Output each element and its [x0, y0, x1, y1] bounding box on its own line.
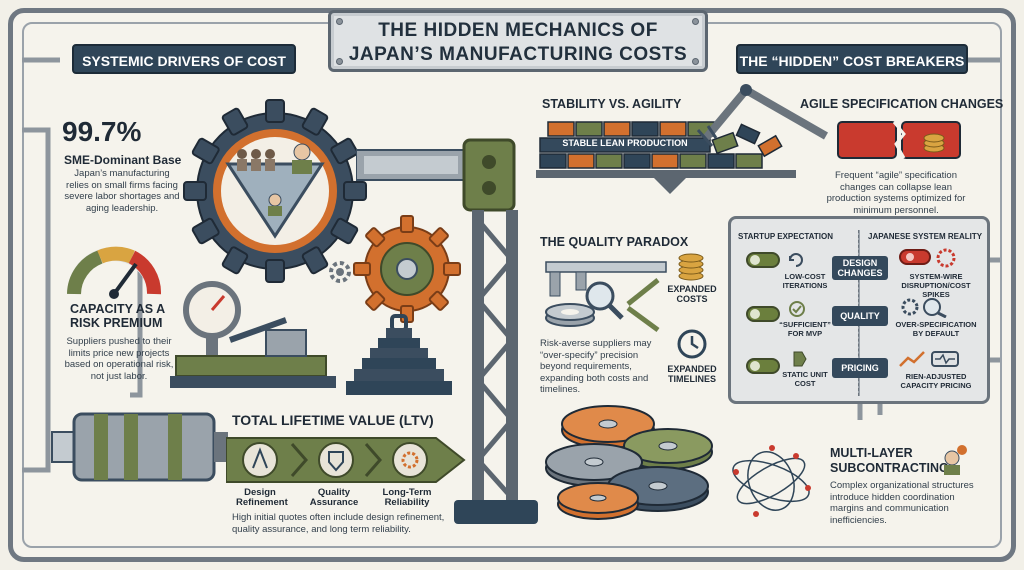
- row-1-right-line2: DISRUPTION/COST SPIKES: [901, 281, 971, 299]
- row-2-right-line2: BY DEFAULT: [912, 329, 960, 338]
- row-3-left-line2: COST: [794, 379, 816, 388]
- row-2-right-line1: OVER-SPECIFICATION: [895, 320, 977, 329]
- stable-lean-label: STABLE LEAN PRODUCTION: [562, 138, 688, 148]
- rivet: [336, 18, 343, 25]
- ltv-heading: TOTAL LIFETIME VALUE (LTV): [232, 412, 434, 428]
- row-2-right: OVER-SPECIFICATION BY DEFAULT: [888, 320, 984, 338]
- piston-arm: [356, 149, 467, 181]
- toggle-row-3[interactable]: [746, 358, 780, 374]
- worker-alert-icon: [944, 445, 967, 475]
- pricing-pill: PRICING: [832, 358, 888, 378]
- outcome-timelines-line1: EXPANDED: [667, 364, 717, 374]
- row-3-right: RIEN-ADJUSTED CAPACITY PRICING: [888, 372, 984, 390]
- quality-pill: QUALITY: [832, 306, 888, 326]
- ltv-step-1: Design Refinement: [236, 487, 288, 508]
- pressure-gauge-lever: [170, 281, 336, 388]
- caliper-washers-illustration: [545, 261, 667, 333]
- over-spec-icons: [901, 298, 947, 318]
- broken-spec-icon: [837, 121, 961, 159]
- risk-gauge: [67, 246, 161, 299]
- price-tag-icon: [793, 351, 807, 367]
- clock-icon: [677, 329, 707, 359]
- coin-stack-icon: [678, 253, 704, 281]
- right-section-tag: THE “HIDDEN” COST BREAKERS: [736, 44, 968, 74]
- row-3-left: STATIC UNIT COST: [770, 370, 840, 388]
- outcome-costs-line2: COSTS: [676, 294, 708, 304]
- title-line-2: JAPAN’S MANUFACTURING COSTS: [348, 44, 688, 65]
- pill-1-line1: DESIGN: [842, 258, 878, 268]
- ltv-step-3-line2: Reliability: [384, 497, 430, 508]
- row-1-right: SYSTEM-WIRE DISRUPTION/COST SPIKES: [888, 272, 984, 299]
- sme-heading: SME-Dominant Base: [64, 153, 182, 167]
- japanese-reality-header: JAPANESE SYSTEM REALITY: [868, 232, 983, 241]
- row-3-right-line2: CAPACITY PRICING: [900, 381, 972, 390]
- row-3-right-line1: RIEN-ADJUSTED: [905, 372, 967, 381]
- ltv-step-2: Quality Assurance: [306, 488, 362, 508]
- quality-body: Risk-averse suppliers may “over-specify”…: [540, 338, 652, 395]
- pill-3-label: PRICING: [841, 363, 879, 373]
- row-2-left-line2: FOR MVP: [787, 329, 823, 338]
- ltv-step-1-line2: Refinement: [236, 497, 288, 508]
- outcome-costs: EXPANDED COSTS: [664, 284, 720, 304]
- row-1-left: LOW-COST ITERATIONS: [770, 272, 840, 290]
- outcome-timelines-line2: TIMELINES: [667, 374, 716, 384]
- disruption-icons: [899, 248, 956, 268]
- toggle-row-2[interactable]: [746, 306, 780, 322]
- tangled-network-icon: [732, 445, 811, 517]
- ltv-step-2-line1: Quality: [317, 487, 351, 498]
- subcontracting-heading-1: MULTI-LAYER: [830, 446, 913, 460]
- quality-heading: THE QUALITY PARADOX: [540, 235, 689, 249]
- refresh-icon: [789, 253, 803, 267]
- ltv-step-2-line2: Assurance: [309, 497, 359, 508]
- lean-bricks-seesaw: [536, 121, 796, 194]
- row-1-left-line2: ITERATIONS: [782, 281, 828, 290]
- sme-body: Japan’s manufacturing relies on small fi…: [64, 168, 180, 214]
- left-section-tag: SYSTEMIC DRIVERS OF COST: [72, 44, 296, 74]
- rivet: [336, 58, 343, 65]
- orange-gear: [353, 215, 461, 323]
- title-line-1: THE HIDDEN MECHANICS OF: [378, 20, 658, 41]
- crane-tower: [454, 138, 538, 524]
- row-1-right-line1: SYSTEM-WIRE: [909, 272, 963, 281]
- capacity-heading-1: CAPACITY AS A: [70, 302, 166, 316]
- crane-arm: [696, 84, 828, 147]
- gear-cluster: [545, 405, 713, 520]
- rivet: [692, 18, 699, 25]
- weight-stack: [346, 314, 452, 395]
- capacity-pricing-icons: [899, 351, 959, 367]
- agile-body: Frequent “agile” specification changes c…: [826, 170, 966, 216]
- row-1-left-line1: LOW-COST: [784, 272, 826, 281]
- hydraulic-cylinder: [51, 412, 228, 482]
- title-plate: THE HIDDEN MECHANICS OF JAPAN’S MANUFACT…: [328, 10, 708, 72]
- gear-pyramid-illustration: [183, 99, 367, 283]
- row-2-left-line1: “SUFFICIENT”: [779, 320, 831, 329]
- row-2-left: “SUFFICIENT” FOR MVP: [770, 320, 840, 338]
- capacity-body: Suppliers pushed to their limits price n…: [64, 336, 174, 382]
- pill-1-line2: CHANGES: [837, 268, 883, 278]
- check-circle-icon: [789, 301, 805, 317]
- pill-2-label: QUALITY: [840, 311, 880, 321]
- ltv-step-3-line1: Long-Term: [382, 487, 432, 498]
- outcome-timelines: EXPANDED TIMELINES: [664, 364, 720, 384]
- rivet: [692, 58, 699, 65]
- outcome-costs-line1: EXPANDED: [667, 284, 717, 294]
- toggle-row-1[interactable]: [746, 252, 780, 268]
- row-3-left-line1: STATIC UNIT: [782, 370, 828, 379]
- ltv-step-3: Long-Term Reliability: [374, 488, 440, 508]
- startup-expectation-header: STARTUP EXPECTATION: [738, 232, 833, 241]
- small-gear-icon: [329, 261, 351, 283]
- ltv-body: High initial quotes often include design…: [232, 512, 445, 535]
- capacity-heading-2: RISK PREMIUM: [70, 316, 163, 330]
- subcontracting-heading-2: SUBCONTRACTING: [830, 461, 949, 475]
- stability-heading: STABILITY VS. AGILITY: [542, 97, 682, 111]
- agile-heading: AGILE SPECIFICATION CHANGES: [800, 97, 1004, 111]
- design-changes-pill: DESIGN CHANGES: [832, 256, 888, 280]
- sme-stat: 99.7%: [62, 116, 142, 147]
- ltv-arrow: [226, 437, 466, 483]
- ltv-step-1-line1: Design: [244, 487, 276, 498]
- subcontracting-body: Complex organizational structures introd…: [830, 480, 974, 526]
